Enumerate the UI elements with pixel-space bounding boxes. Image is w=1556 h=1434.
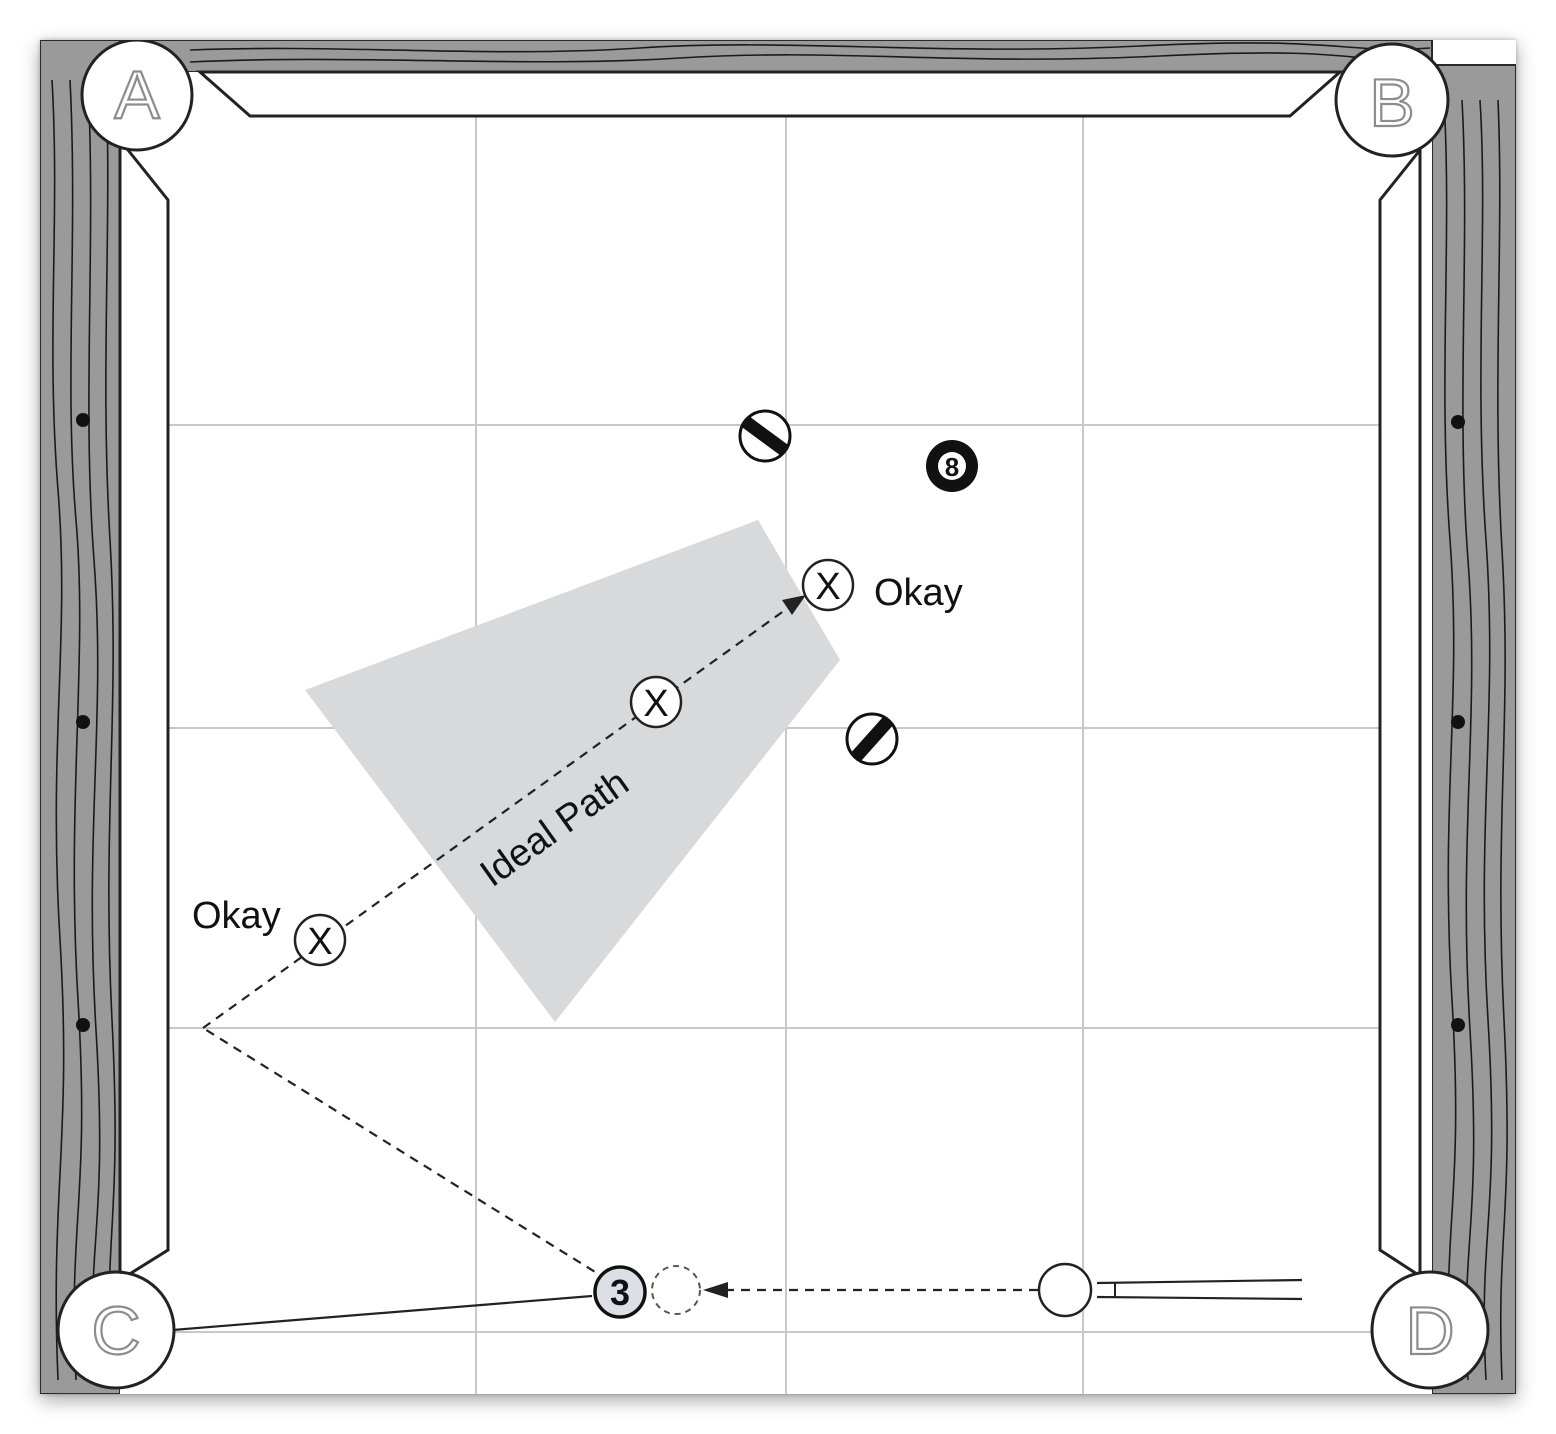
okay-label-left: Okay	[192, 895, 281, 937]
wood-rails	[40, 40, 1516, 1394]
cue-ball-path-arrowhead	[703, 1282, 728, 1298]
pocket-b-label: B	[1369, 65, 1414, 141]
wood-grain-left	[51, 79, 116, 1381]
diagram-frame: A B C D 3 8 X	[40, 40, 1516, 1394]
diamond-left-2	[76, 715, 90, 729]
cue-stick-bottom-edge	[1096, 1295, 1303, 1301]
pocket-c: C	[56, 1270, 176, 1390]
striped-ball-bottom	[845, 712, 899, 766]
position-marker-middle-circle	[629, 675, 683, 729]
diamond-right-2	[1451, 715, 1465, 729]
position-marker-left: X	[293, 913, 347, 967]
diamond-right-1	[1451, 415, 1465, 429]
okay-label-top: Okay	[874, 572, 963, 614]
object-ball-path	[147, 1294, 593, 1334]
position-zone	[305, 520, 840, 1022]
position-marker-left-circle	[293, 913, 347, 967]
position-marker-top-circle	[801, 558, 855, 612]
pocket-a-label: A	[114, 57, 160, 133]
diamond-left-3	[76, 1018, 90, 1032]
cushion-top	[196, 70, 1344, 118]
pool-table-diagram: A B C D 3 8 X	[40, 40, 1516, 1394]
position-marker-middle-glyph: X	[643, 683, 668, 725]
cue-stick	[1096, 1278, 1303, 1301]
cue-ball-contact-ghost	[651, 1265, 701, 1315]
pocket-c-label: C	[91, 1293, 140, 1369]
cue-stick-top-edge	[1096, 1278, 1303, 1285]
cushion-left	[118, 135, 170, 1283]
pocket-a: A	[80, 40, 194, 152]
object-ball-3: 3	[593, 1265, 647, 1319]
pocket-c-circle	[56, 1270, 176, 1390]
position-marker-top: X	[801, 558, 855, 612]
striped-ball-top-stripe	[742, 416, 788, 456]
pocket-b: B	[1334, 42, 1450, 158]
wood-grain-right	[1443, 99, 1508, 1381]
cushions	[118, 70, 1422, 1283]
ideal-path-arrowhead	[782, 595, 806, 615]
eight-ball: 8	[926, 440, 978, 492]
pocket-d: D	[1370, 1270, 1490, 1390]
pocket-d-circle	[1370, 1270, 1490, 1390]
pocket-b-circle	[1334, 42, 1450, 158]
pocket-d-label: D	[1405, 1293, 1454, 1369]
position-marker-top-glyph: X	[815, 566, 840, 608]
position-marker-left-glyph: X	[307, 921, 332, 963]
diamond-left-1	[76, 413, 90, 427]
diamond-right-3	[1451, 1018, 1465, 1032]
striped-ball-top	[738, 409, 792, 463]
object-ball-3-body	[593, 1265, 647, 1319]
striped-ball-bottom-stripe	[850, 715, 894, 763]
object-ball-3-number: 3	[610, 1272, 630, 1313]
wood-grain-top	[189, 42, 1431, 63]
eight-ball-number: 8	[945, 452, 959, 482]
pocket-a-circle	[80, 40, 194, 152]
eight-ball-spot	[938, 452, 966, 480]
cushion-right	[1378, 145, 1422, 1279]
cue-ball	[1037, 1262, 1093, 1318]
position-marker-middle: X	[629, 675, 683, 729]
